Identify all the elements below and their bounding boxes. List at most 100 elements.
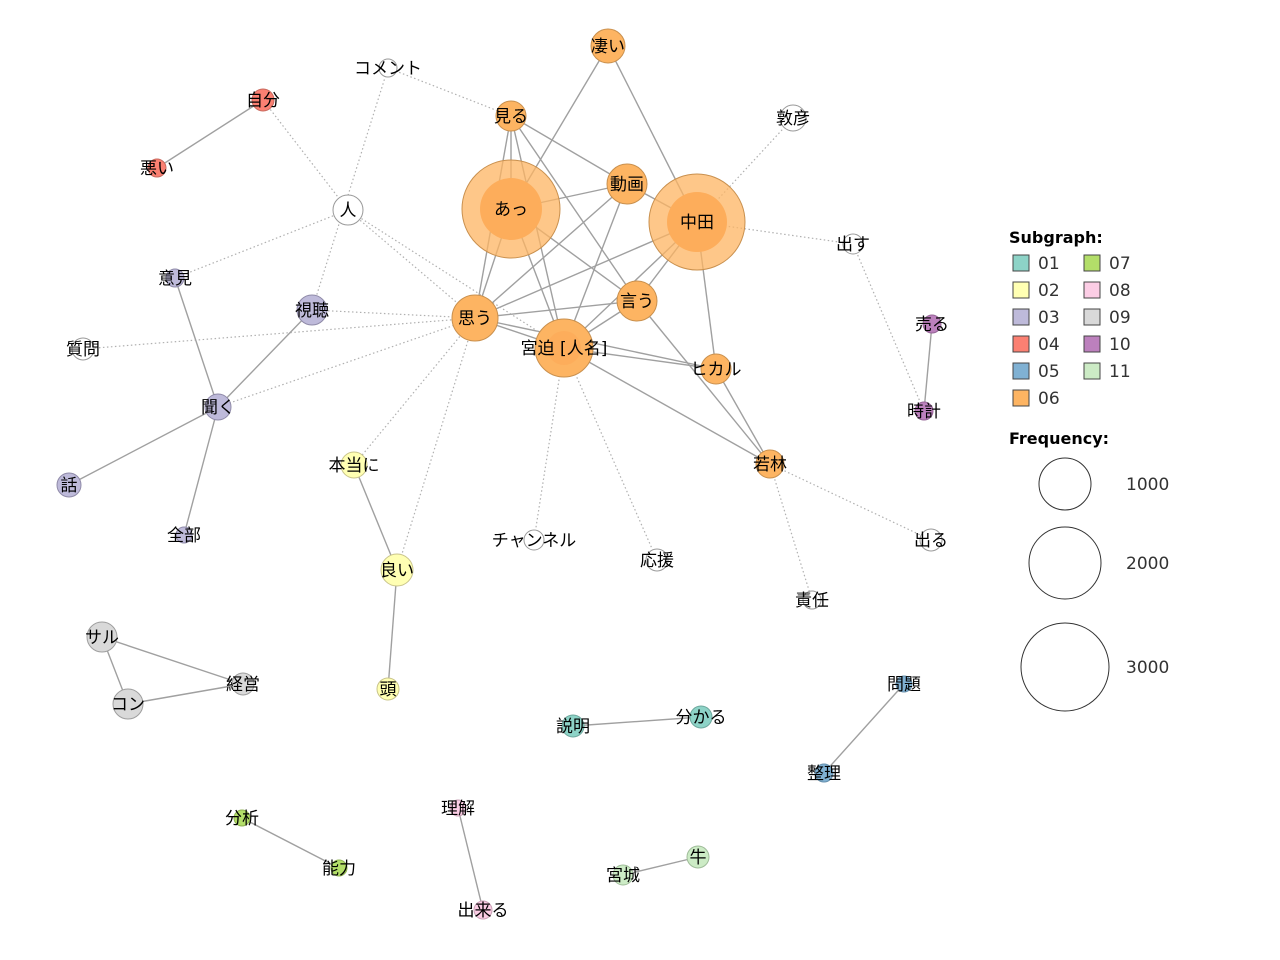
subgraph-legend-title: Subgraph: (1009, 228, 1103, 247)
node-circle (204, 393, 232, 421)
node-label: 質問 (66, 340, 100, 360)
node-label: 責任 (795, 591, 829, 611)
node-label: ヒカル (691, 360, 742, 380)
node-6[interactable]: 言う (616, 280, 658, 322)
node-circle (689, 705, 713, 729)
node-18[interactable]: 責任 (795, 590, 829, 611)
node-label: チャンネル (492, 531, 577, 551)
edge-42 (533, 347, 565, 541)
node-11[interactable]: コメント (354, 58, 422, 79)
frequency-legend-title: Frequency: (1009, 429, 1109, 448)
edge-5 (510, 115, 638, 302)
node-35[interactable]: 説明 (556, 714, 590, 738)
node-41[interactable]: 理解 (441, 799, 475, 819)
edge-37 (311, 309, 476, 319)
node-14[interactable]: 人 (332, 194, 364, 226)
node-23[interactable]: 視聴 (295, 294, 329, 326)
node-label: 視聴 (295, 301, 329, 321)
node-15[interactable]: 質問 (66, 337, 100, 361)
node-43[interactable]: 牛 (686, 845, 710, 869)
node-1[interactable]: 凄い (590, 28, 626, 64)
legend-swatch (1012, 362, 1030, 380)
legend-item-10: 10 (1083, 335, 1131, 355)
legend-item-09: 09 (1083, 308, 1131, 328)
node-8[interactable]: 宮迫 [人名] (521, 318, 608, 378)
node-circle (700, 353, 732, 385)
node-36[interactable]: 分かる (676, 705, 727, 729)
legend-swatch (1012, 308, 1030, 326)
node-label: 話 (61, 476, 78, 496)
node-38[interactable]: 整理 (807, 763, 841, 784)
edge-19 (474, 300, 638, 319)
node-4[interactable]: あっ (461, 159, 561, 259)
node-label: 宮迫 [人名] (521, 339, 608, 359)
node-label: 自分 (246, 91, 280, 111)
node-circle (340, 451, 368, 479)
node-label: 敦彦 (776, 109, 810, 129)
node-10[interactable]: 若林 (753, 449, 787, 479)
node-circle (112, 688, 144, 720)
legend-item-08: 08 (1083, 281, 1131, 301)
edge-44 (769, 463, 813, 601)
legend-label: 02 (1038, 281, 1060, 301)
node-16[interactable]: チャンネル (492, 529, 577, 551)
node-26[interactable]: 全部 (167, 526, 201, 546)
node-19[interactable]: 出る (914, 528, 948, 552)
node-label: 見る (494, 107, 528, 127)
node-29[interactable]: 頭 (376, 677, 400, 701)
node-39[interactable]: 分析 (225, 809, 259, 829)
legend-label: 09 (1109, 308, 1131, 328)
node-circle (251, 88, 275, 112)
node-31[interactable]: 時計 (907, 401, 941, 422)
edge-54 (101, 636, 244, 685)
node-28[interactable]: 良い (380, 553, 414, 587)
edge-51 (387, 569, 398, 690)
edge-4 (510, 115, 628, 185)
node-5[interactable]: 中田 (648, 173, 746, 271)
node-label: 意見 (158, 269, 192, 289)
edge-10 (474, 183, 628, 319)
node-33[interactable]: コン (111, 688, 145, 720)
node-12[interactable]: 敦彦 (776, 104, 810, 132)
node-44[interactable]: 宮城 (606, 864, 640, 886)
node-17[interactable]: 応援 (640, 548, 674, 572)
node-30[interactable]: 売る (915, 314, 949, 335)
legend-swatch (1012, 254, 1030, 272)
node-label: 中田 (680, 213, 714, 233)
node-40[interactable]: 能力 (322, 859, 356, 879)
node-25[interactable]: 話 (56, 472, 82, 498)
node-9[interactable]: ヒカル (691, 353, 742, 385)
legend-swatch (1083, 281, 1101, 299)
legend-item-06: 06 (1012, 389, 1060, 409)
node-label: 能力 (322, 859, 356, 879)
frequency-circle (1038, 457, 1092, 511)
node-label: 思う (458, 309, 492, 329)
node-37[interactable]: 問題 (887, 675, 921, 695)
edge-52 (923, 323, 933, 412)
node-32[interactable]: サル (85, 621, 119, 653)
edge-23 (563, 347, 771, 465)
edge-36 (347, 209, 565, 349)
edge-45 (769, 463, 932, 541)
node-13[interactable]: 出す (836, 233, 870, 255)
node-27[interactable]: 本当に (329, 451, 380, 479)
node-21[interactable]: 悪い (140, 158, 174, 179)
frequency-label: 3000 (1126, 658, 1169, 678)
node-22[interactable]: 意見 (158, 268, 192, 289)
frequency-label: 1000 (1126, 475, 1169, 495)
node-2[interactable]: 見る (494, 100, 528, 132)
node-inner-circle (547, 331, 581, 365)
node-24[interactable]: 聞く (201, 393, 235, 421)
node-label: 理解 (441, 799, 475, 819)
node-label: 売る (915, 315, 949, 335)
node-label: コン (111, 695, 145, 715)
node-circle (495, 100, 527, 132)
node-label: 良い (380, 561, 414, 581)
node-7[interactable]: 思う (451, 294, 499, 342)
node-20[interactable]: 自分 (246, 88, 280, 112)
node-42[interactable]: 出来る (458, 900, 509, 921)
edge-31 (852, 243, 925, 412)
node-3[interactable]: 動画 (606, 163, 648, 205)
node-34[interactable]: 経営 (226, 672, 260, 696)
node-label: 頭 (380, 680, 397, 700)
